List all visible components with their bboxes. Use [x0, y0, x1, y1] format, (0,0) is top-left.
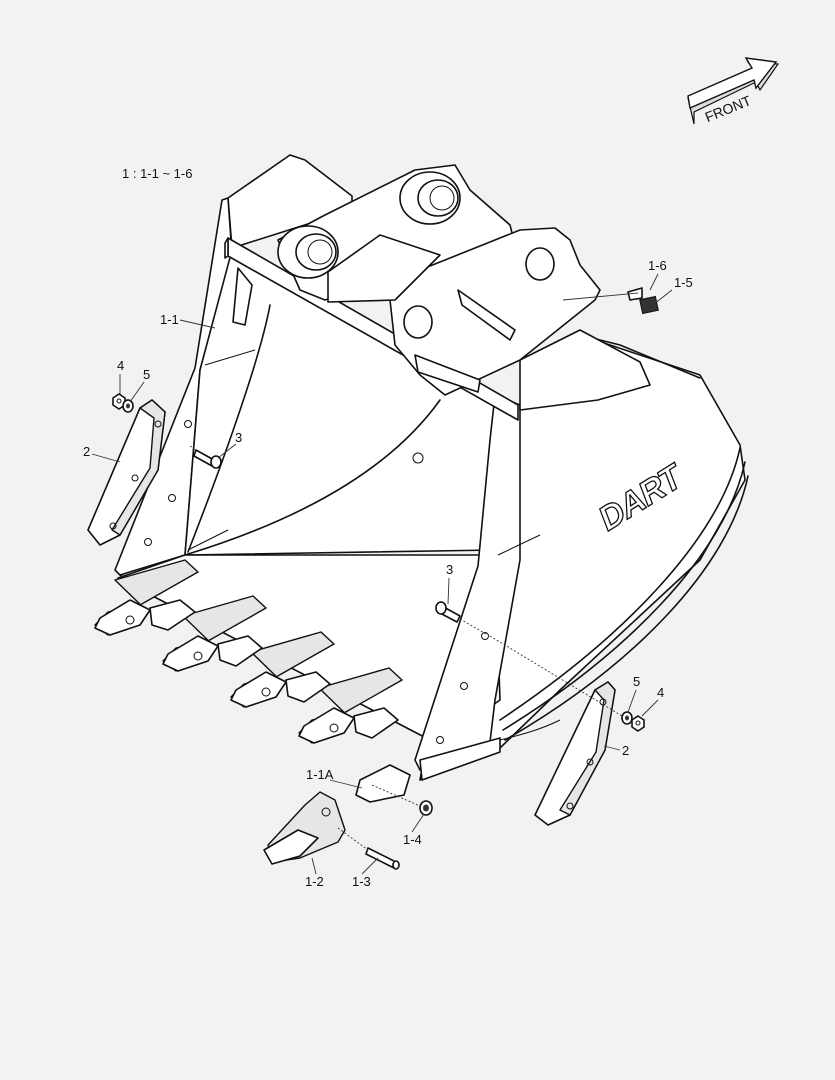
callout-labels: 1-1 1-6 1-5 4 5 2 3 3 5 4 2 1-1A 1-4 1-2…: [83, 258, 693, 889]
callout-3-right: 3: [446, 562, 453, 577]
callout-4-left: 4: [117, 358, 124, 373]
callout-1-5: 1-5: [674, 275, 693, 290]
side-cutter-right-2: [534, 681, 616, 826]
washer-right-5: [621, 711, 633, 725]
callout-1-1a: 1-1A: [306, 767, 334, 782]
callout-1-6: 1-6: [648, 258, 667, 273]
washer-left-5: [122, 399, 134, 413]
callout-1-1: 1-1: [160, 312, 179, 327]
bolt-left-3: [189, 445, 222, 469]
callout-4-right: 4: [657, 685, 664, 700]
bolt-right-3: [435, 601, 487, 635]
callout-2-right: 2: [622, 743, 629, 758]
callout-1-2: 1-2: [305, 874, 324, 889]
callout-5-left: 5: [143, 367, 150, 382]
leader-lines: [91, 273, 673, 875]
side-cutter-left-2: [87, 399, 166, 546]
callout-1-3: 1-3: [352, 874, 371, 889]
pin-1-3: [337, 827, 400, 870]
bucket-teeth-row: [94, 559, 411, 803]
callout-2-left: 2: [83, 444, 90, 459]
nut-right-4: [631, 715, 645, 732]
retainer-1-4: [419, 800, 433, 816]
callout-5-right: 5: [633, 674, 640, 689]
callout-3-left: 3: [235, 430, 242, 445]
nut-left-4: [112, 393, 126, 410]
callout-1-4: 1-4: [403, 832, 422, 847]
hinge-brackets: [277, 164, 659, 396]
tooth-point-1-2: [263, 791, 346, 865]
assembly-note: 1 : 1-1 ~ 1-6: [122, 166, 192, 181]
front-arrow-icon: FRONT: [687, 57, 780, 125]
